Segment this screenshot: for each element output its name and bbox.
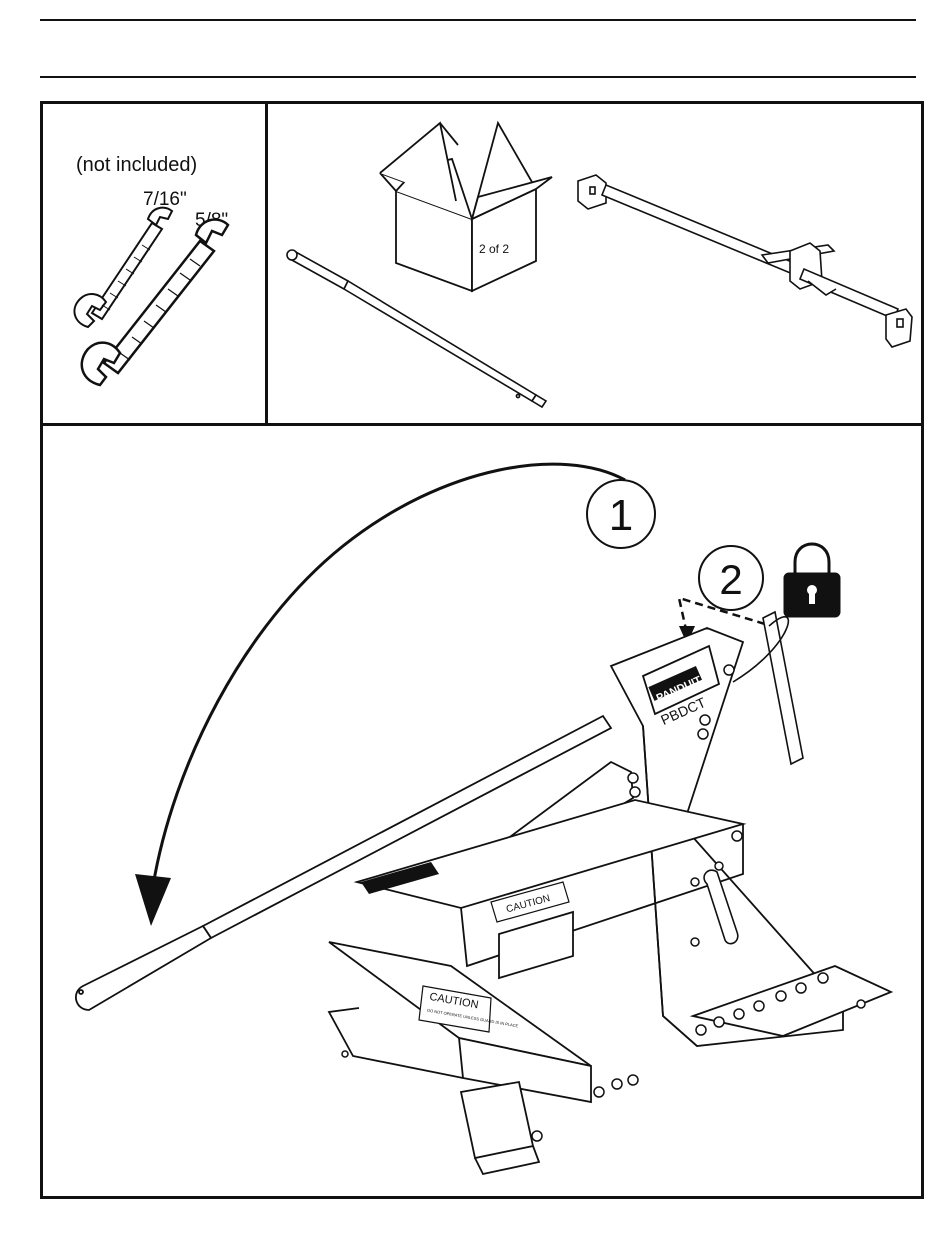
bender-machine (329, 628, 891, 1174)
box-icon (380, 123, 552, 291)
assembly-panel: 1 2 (43, 423, 921, 1196)
parts-panel: 2 of 2 (268, 101, 924, 423)
tools-panel: (not included) 7/16" 5/8" (40, 101, 268, 423)
not-included-note: (not included) (76, 154, 197, 176)
box-label: 2 of 2 (479, 242, 509, 256)
step-1-number: 1 (609, 491, 633, 540)
lock-pin (733, 612, 803, 764)
step-2-number: 2 (719, 556, 742, 603)
crossbar-assembly-icon (578, 175, 912, 347)
step-2-badge: 2 (699, 546, 763, 610)
padlock-icon (785, 544, 839, 616)
step-1-badge: 1 (587, 480, 655, 548)
header-rule-bottom (40, 76, 916, 78)
header-rule-top (40, 19, 916, 21)
